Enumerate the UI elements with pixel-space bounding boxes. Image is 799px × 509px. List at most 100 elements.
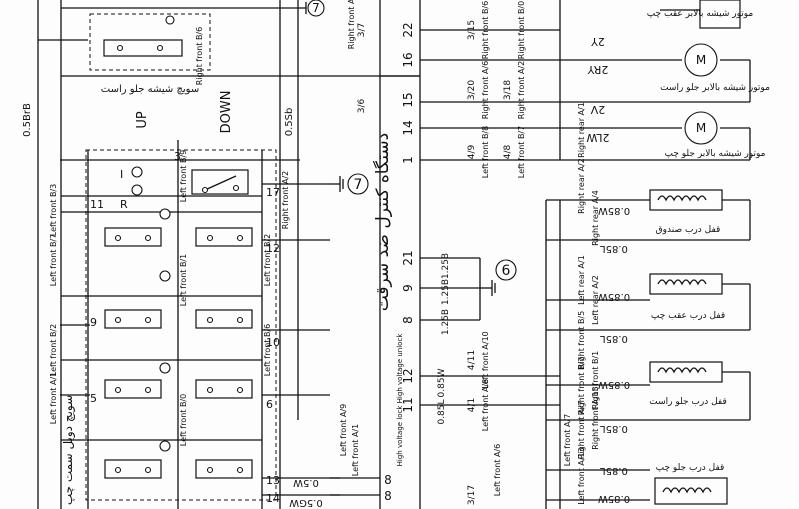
wire-label: Left front A/1 <box>49 372 58 424</box>
selector-switch <box>191 169 249 195</box>
wire-label: Left front B/7 <box>517 126 526 178</box>
front-right-lock-solenoid <box>649 361 751 421</box>
ecu-pin: 11 <box>401 397 415 412</box>
wire-color: 2RY <box>587 63 608 76</box>
ecu-pin: 15 <box>401 92 415 107</box>
switch-pin: 5 <box>90 392 97 405</box>
wire-color: 1.25B <box>441 279 451 305</box>
wire-label: Left front A/1 <box>351 424 360 476</box>
ground-number: 7 <box>312 1 320 15</box>
double-switch-label: سویچ دوبل سمت چپ <box>61 395 76 505</box>
motor-symbol: M <box>696 121 706 135</box>
right-switch-label: سویچ شیشه جلو راست <box>101 84 199 95</box>
wire-label: Left front B/1 <box>179 254 188 306</box>
wire-label: Right front B/6 <box>481 1 490 59</box>
wire-color: 2Y <box>591 35 605 48</box>
wire-color: 1.25B <box>441 253 451 279</box>
wire-color: 0.85W <box>598 205 630 216</box>
pilot-lamp-icon <box>159 270 171 282</box>
wire-label: Left front B/9 <box>179 150 188 202</box>
wire-color: 0.5GW <box>289 497 323 508</box>
ecu-pin: 14 <box>401 120 415 135</box>
wire-color: 0.85L <box>600 465 628 476</box>
wire-label: Right front B/5 <box>577 311 586 369</box>
wire-label: Left front A/9 <box>339 404 348 456</box>
wire-color: 0.85L <box>437 399 447 424</box>
ground-symbol <box>495 259 517 281</box>
down-label: DOWN <box>219 91 234 134</box>
ecu-pin: 9 <box>401 284 415 292</box>
wire-label: Right front A/13 <box>591 386 600 450</box>
wire-label: Left front B/8 <box>481 126 490 178</box>
wire-label: Right front A/6 <box>481 61 490 119</box>
wire-color: 2LW <box>586 131 609 144</box>
wire-label: Left front A/10 <box>481 331 490 389</box>
switch-pin: 11 <box>90 198 104 211</box>
wire-label: Right front B/6 <box>195 27 204 85</box>
switch-row-4 <box>104 459 253 479</box>
wire-color: 0.5W <box>293 477 319 488</box>
wire-label: Left front B/0 <box>179 394 188 446</box>
switch-pin: 9 <box>90 316 97 329</box>
page-ref: 4/1 <box>467 398 477 412</box>
front-left-lock-solenoid <box>654 477 728 505</box>
wire-color: 0.85W <box>598 493 630 504</box>
motor-label: موتور شیشه بالابر جلو چپ <box>665 149 766 159</box>
wire-color: 0.85L <box>600 243 628 254</box>
page-ref: 3/17 <box>467 485 477 505</box>
rear-left-window-motor <box>660 0 741 29</box>
motor-label: موتور شیشه بالابر جلو راست <box>660 83 770 93</box>
ecu-pin: 12 <box>401 368 415 383</box>
wire-color: 0.85L <box>600 333 628 344</box>
ecu-pin: 21 <box>401 250 415 265</box>
wire-label: Left front A/7 <box>563 414 572 466</box>
ecu-pin: 16 <box>401 52 415 67</box>
wire-label: Right front A/7 <box>577 401 586 459</box>
switch-pin: 17 <box>266 186 280 199</box>
wire-label: Left front B/2 <box>263 234 272 286</box>
switch-row-3 <box>104 379 253 399</box>
ground-number: 8 <box>384 473 392 487</box>
lock-label: قفل درب جلو چپ <box>656 463 725 473</box>
lock-label: قفل درب صندوق <box>656 225 721 235</box>
page-ref: 3/18 <box>503 80 513 100</box>
wire-color: 2V <box>590 103 605 116</box>
wire-label: Left front A/13 <box>577 447 586 505</box>
switch-pin: 10 <box>266 336 280 349</box>
pilot-lamp-icon <box>159 440 171 452</box>
motor-label: موتور شیشه بالابر عقب چپ <box>647 9 754 19</box>
wire-color: 0.85W <box>598 291 630 302</box>
wire-label: Right front A/2 <box>281 171 290 229</box>
wire-color: 0.85L <box>600 423 628 434</box>
right-front-switch-frame <box>89 13 211 71</box>
wire-label: Left rear A/2 <box>591 275 600 325</box>
wire-label: Left rear A/1 <box>577 255 586 305</box>
switch-pin: 3 <box>174 150 181 163</box>
ecu-title: دستگاه کنترل ضد سرقت <box>372 133 393 312</box>
motor-symbol: M <box>696 53 706 67</box>
pilot-lamp-icon <box>159 208 171 220</box>
pilot-lamp-icon <box>131 184 143 196</box>
wire-color: 0.85W <box>437 368 447 397</box>
i-mark: I <box>120 168 123 181</box>
wire-label: Left front A/6 <box>493 444 502 496</box>
ground-symbol <box>330 173 369 195</box>
ground-number: 6 <box>502 263 511 279</box>
pilot-lamp-icon <box>159 362 171 374</box>
ecu-pin: 22 <box>401 22 415 37</box>
switch-pin: 13 <box>266 474 280 487</box>
lamp-icon <box>165 15 175 25</box>
wire-color: 0.5Sb <box>284 108 295 137</box>
wire-label: Right front B/1 <box>591 351 600 409</box>
wire-label: Left front B/2 <box>49 324 58 376</box>
pilot-lamp-icon <box>131 166 143 178</box>
page-ref: 4/9 <box>467 144 477 159</box>
page-ref: 3/15 <box>467 20 477 40</box>
wire-color: 1.25B <box>441 309 451 335</box>
ecu-pin: 1 <box>401 156 415 164</box>
wire-label: Left front B/7 <box>49 234 58 286</box>
wire-label: Left front A/8 <box>481 379 490 431</box>
right-front-switch-body <box>103 39 183 57</box>
